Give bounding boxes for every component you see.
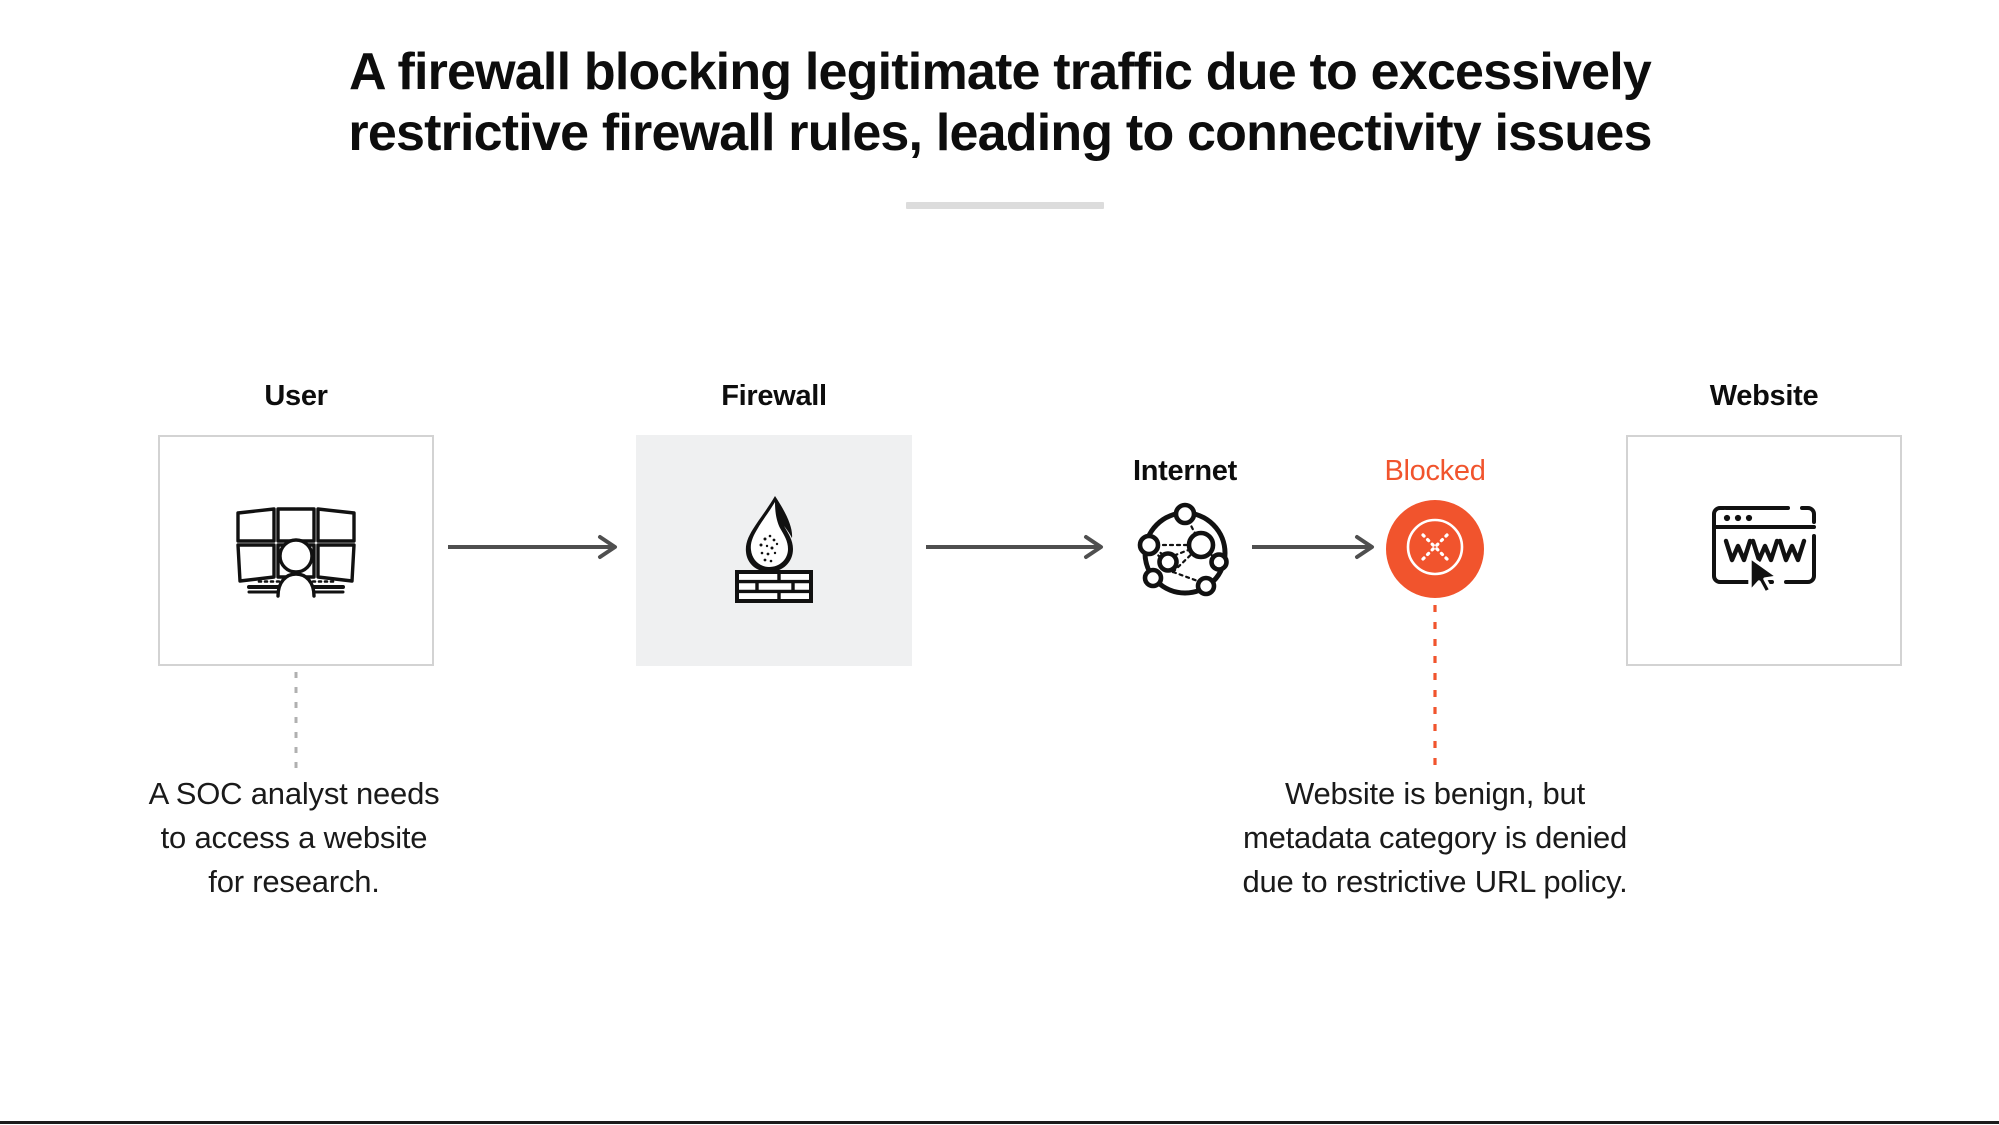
caption-line: for research. <box>208 864 380 900</box>
caption-line: metadata category is denied <box>1242 820 1628 856</box>
arrow-internet-to-blocked <box>1252 534 1382 565</box>
connector-user-caption <box>294 672 298 773</box>
arrow-firewall-to-internet <box>926 534 1111 565</box>
caption-line: Website is benign, but <box>1284 776 1586 811</box>
blocked-x-circle-icon <box>1400 512 1470 587</box>
caption-blocked: Website is benign, but metadata category… <box>1155 772 1715 904</box>
node-box-website[interactable] <box>1626 435 1902 666</box>
caption-line: A SOC analyst needs <box>148 776 440 811</box>
page-title: A firewall blocking legitimate traffic d… <box>280 42 1720 165</box>
node-label-user: User <box>264 380 328 412</box>
status-badge-blocked[interactable] <box>1386 500 1484 598</box>
node-label-blocked: Blocked <box>1384 455 1486 487</box>
caption-user: A SOC analyst needs to access a website … <box>76 772 512 904</box>
network-graph-icon <box>1133 502 1237 608</box>
browser-www-cursor-icon <box>1710 502 1818 599</box>
title-line-2: restrictive firewall rules, leading to c… <box>348 104 1652 163</box>
workstation-monitors-icon <box>230 496 362 605</box>
node-label-firewall: Firewall <box>721 380 827 412</box>
flame-brickwall-icon <box>731 492 817 609</box>
connector-blocked-caption <box>1433 605 1437 772</box>
arrow-user-to-firewall <box>448 534 624 565</box>
node-label-internet: Internet <box>1133 455 1237 487</box>
node-box-firewall[interactable] <box>636 435 912 666</box>
title-line-1: A firewall blocking legitimate traffic d… <box>348 43 1652 101</box>
node-icon-internet[interactable] <box>1133 500 1237 609</box>
bottom-divider <box>0 1121 1999 1124</box>
caption-line: due to restrictive URL policy. <box>1242 864 1628 900</box>
title-divider <box>906 202 1104 209</box>
node-label-website: Website <box>1709 380 1819 412</box>
node-box-user[interactable] <box>158 435 434 666</box>
caption-line: to access a website <box>160 820 428 856</box>
